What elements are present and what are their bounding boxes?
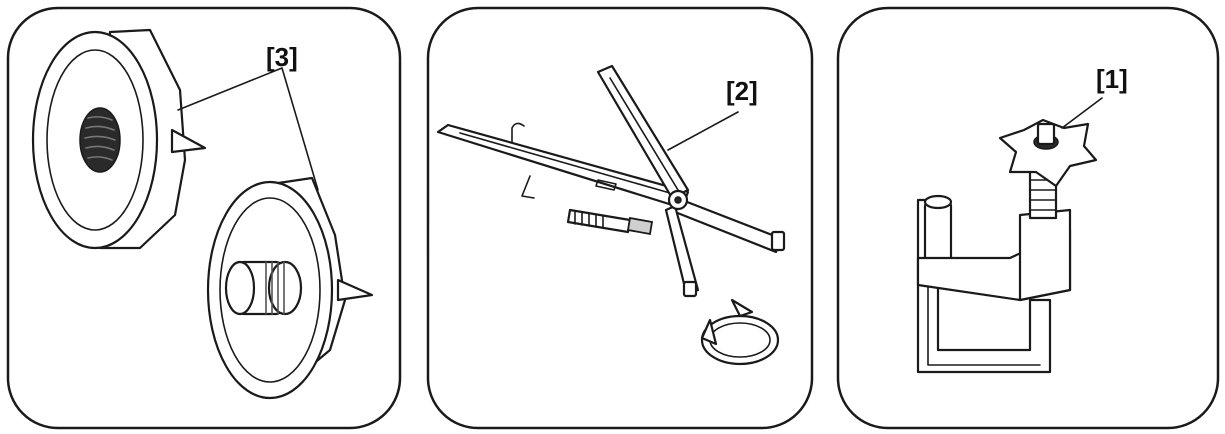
c-clamp-illustration xyxy=(836,6,1220,430)
hose-clamp xyxy=(700,298,780,366)
panel-frame xyxy=(836,6,1220,430)
panel-frame xyxy=(6,6,402,430)
pliers-illustration xyxy=(426,6,814,430)
callout-leader xyxy=(1061,97,1103,129)
panel-cup-adapters: [3] xyxy=(0,0,410,434)
panel-hose-clamp-pliers: [2] xyxy=(420,0,820,434)
callout-label-1: [1] xyxy=(1096,64,1128,94)
callout-leader xyxy=(667,111,739,151)
c-clamp xyxy=(916,118,1098,374)
adapter-threaded-hole xyxy=(31,28,207,250)
pliers xyxy=(436,64,786,298)
adapter-threaded-stud xyxy=(206,176,374,400)
panel-frame xyxy=(426,6,814,430)
callout-label-3: [3] xyxy=(266,42,298,72)
panel-c-clamp: [1] xyxy=(830,0,1225,434)
callout-label-2: [2] xyxy=(726,76,758,106)
cup-adapters-illustration xyxy=(6,6,402,430)
callout-leader xyxy=(177,67,319,191)
